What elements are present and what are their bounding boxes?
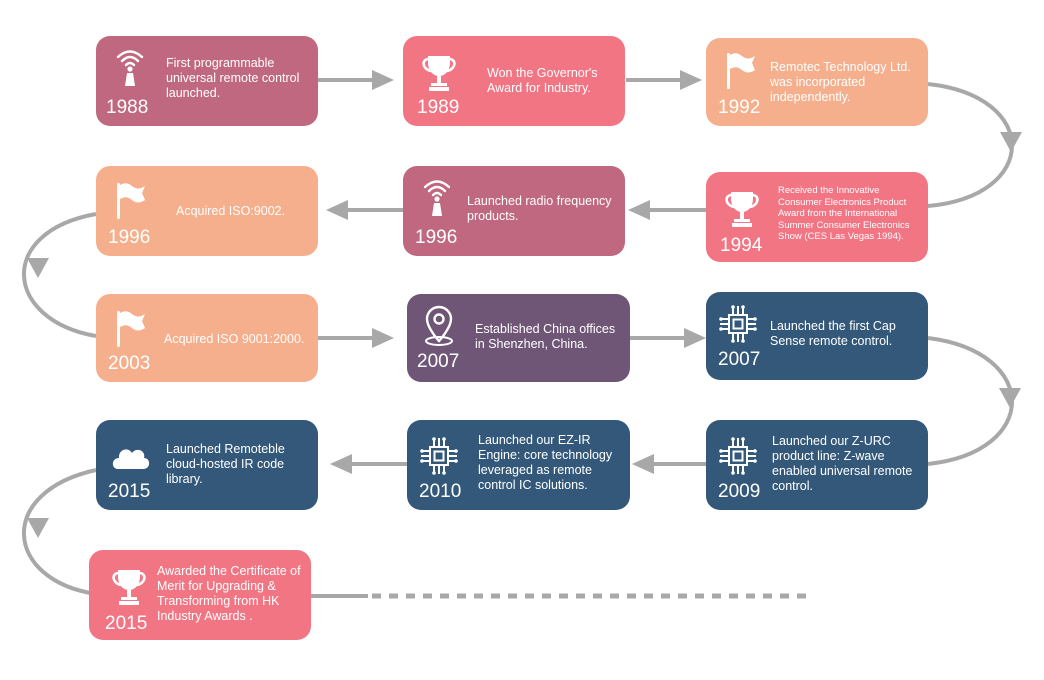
milestone-year: 1994	[720, 235, 763, 256]
arrow-head	[372, 328, 394, 348]
chip-icon	[417, 434, 461, 478]
milestone-description: Launched radio frequency products.	[467, 194, 612, 223]
flag-icon	[108, 178, 152, 222]
milestone-year: 1992	[718, 97, 761, 118]
milestone-card-1992: 1992 Remotec Technology Ltd. was incorpo…	[706, 38, 928, 126]
milestone-card-2007-capsense: 2007 Launched the first Cap Sense remote…	[706, 292, 928, 380]
milestone-description: Established China offices in Shenzhen, C…	[475, 322, 616, 351]
antenna-icon	[108, 44, 152, 88]
milestone-description: Received the Innovative Consumer Electro…	[778, 185, 910, 242]
milestone-description: Won the Governor's Award for Industry.	[487, 66, 598, 95]
trophy-icon	[720, 186, 764, 230]
milestone-card-2007-china: 2007 Established China offices in Shenzh…	[407, 294, 630, 382]
chip-icon	[716, 302, 760, 346]
milestone-card-2009: 2009 Launched our Z-URC product line: Z-…	[706, 420, 928, 510]
milestone-description: Acquired ISO 9001:2000.	[164, 332, 305, 346]
milestone-year: 1989	[417, 97, 460, 118]
chip-icon	[716, 434, 760, 478]
cloud-icon	[108, 436, 152, 480]
arrow-head	[628, 200, 650, 220]
milestone-year: 2015	[108, 481, 151, 502]
arrow-head	[27, 518, 49, 538]
arrow-head	[330, 454, 352, 474]
arrow-head	[684, 328, 706, 348]
milestone-year: 1988	[106, 97, 149, 118]
milestone-description: First programmable universal remote cont…	[166, 56, 300, 100]
arrow-head	[326, 200, 348, 220]
milestone-description: Awarded the Certificate of Merit for Upg…	[157, 564, 301, 623]
milestone-year: 2010	[419, 481, 462, 502]
flag-icon	[108, 306, 152, 350]
milestone-description: Launched our Z-URC product line: Z-wave …	[772, 434, 913, 493]
arrow-head	[999, 388, 1021, 408]
arrow-head	[372, 70, 394, 90]
milestone-card-1988: 1988 First programmable universal remote…	[96, 36, 318, 126]
map-pin-icon	[417, 304, 461, 348]
arrow-head	[632, 454, 654, 474]
arrow-head	[27, 258, 49, 278]
milestone-description: Remotec Technology Ltd. was incorporated…	[770, 60, 911, 104]
milestone-card-2015-cloud: 2015 Launched Remoteble cloud-hosted IR …	[96, 420, 318, 510]
milestone-card-2003: 2003 Acquired ISO 9001:2000.	[96, 294, 318, 382]
trophy-icon	[107, 564, 151, 608]
milestone-card-1994: 1994 Received the Innovative Consumer El…	[706, 172, 928, 262]
milestone-description: Launched the first Cap Sense remote cont…	[770, 319, 896, 348]
milestone-card-2010: 2010 Launched our EZ-IR Engine: core tec…	[407, 420, 630, 510]
antenna-icon	[415, 174, 459, 218]
milestone-year: 2007	[718, 349, 761, 370]
milestone-card-1996-iso: 1996 Acquired ISO:9002.	[96, 166, 318, 256]
arrow-head	[1000, 132, 1022, 152]
milestone-year: 1996	[108, 227, 151, 248]
milestone-description: Launched Remoteble cloud-hosted IR code …	[166, 442, 285, 486]
milestone-card-1989: 1989 Won the Governor's Award for Indust…	[403, 36, 625, 126]
arrow-head	[680, 70, 702, 90]
milestone-year: 2003	[108, 353, 151, 374]
milestone-year: 1996	[415, 227, 458, 248]
milestone-year: 2009	[718, 481, 761, 502]
milestone-card-2015-merit: 2015 Awarded the Certificate of Merit fo…	[89, 550, 311, 640]
milestone-year: 2007	[417, 351, 460, 372]
milestone-description: Acquired ISO:9002.	[176, 204, 286, 218]
flag-icon	[718, 48, 762, 92]
milestone-card-1996-rf: 1996 Launched radio frequency products.	[403, 166, 625, 256]
milestone-year: 2015	[105, 613, 148, 634]
trophy-icon	[417, 50, 461, 94]
milestone-description: Launched our EZ-IR Engine: core technolo…	[478, 433, 613, 492]
